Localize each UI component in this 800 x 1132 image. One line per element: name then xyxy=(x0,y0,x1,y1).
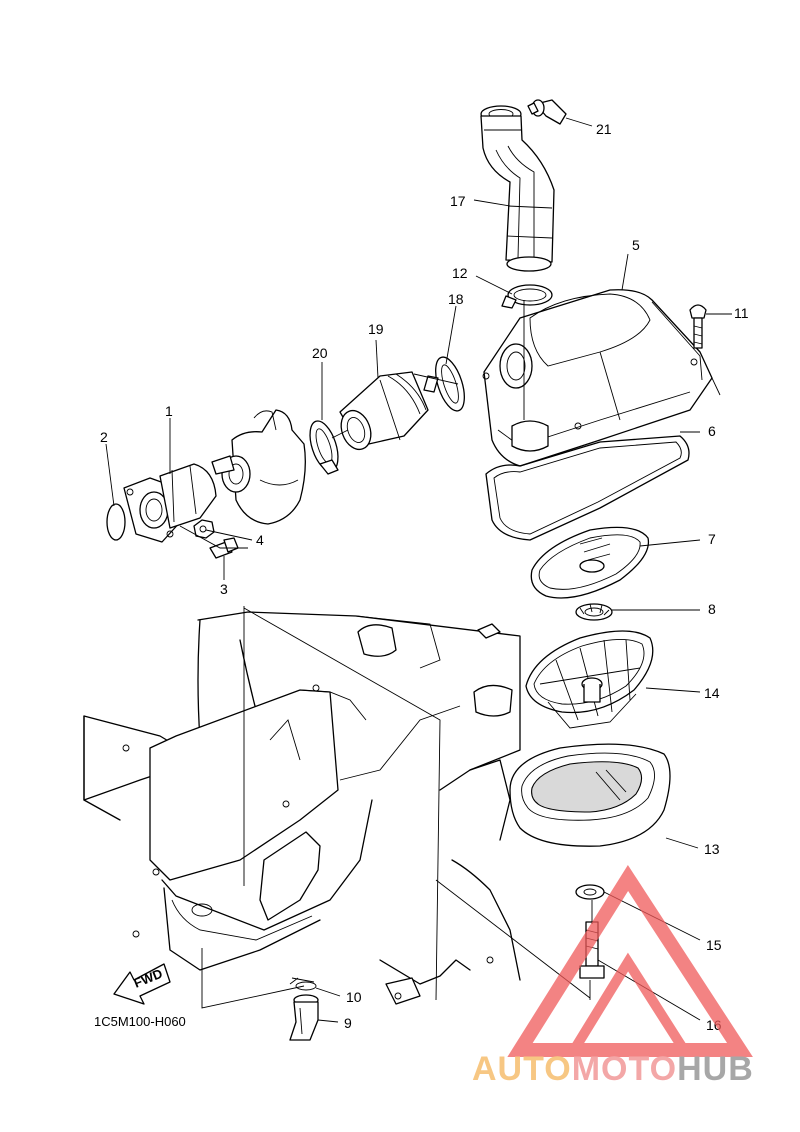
leader-lines xyxy=(105,117,732,1023)
carburetor-reference xyxy=(211,409,306,525)
callout-7: 7 xyxy=(708,531,716,547)
part-21-elbow-fitting xyxy=(527,99,567,125)
callout-10: 10 xyxy=(346,989,362,1005)
callout-4: 4 xyxy=(256,532,264,548)
callout-14: 14 xyxy=(704,685,720,701)
part-17-intake-hose xyxy=(480,105,555,272)
part-1-intake-joint xyxy=(123,463,217,543)
part-19-filter-joint xyxy=(339,371,429,451)
part-20-hose-clamp xyxy=(309,420,339,475)
callout-17: 17 xyxy=(450,193,466,209)
svg-text:AUTOMOTOHUB: AUTOMOTOHUB xyxy=(472,1050,754,1088)
watermark-moto: MOTO xyxy=(572,1050,677,1088)
callout-12: 12 xyxy=(452,265,468,281)
callout-19: 19 xyxy=(368,321,384,337)
diagram-code: 1C5M100-H060 xyxy=(94,1014,186,1029)
callout-21: 21 xyxy=(596,121,612,137)
callout-18: 18 xyxy=(448,291,464,307)
part-7-element-seal xyxy=(530,526,650,599)
callout-numbers: 1 2 3 4 5 6 7 8 9 10 11 12 13 14 15 16 1… xyxy=(100,121,749,1033)
part-9-drain-hose xyxy=(289,994,319,1041)
part-12-hose-clamp xyxy=(501,284,553,309)
callout-9: 9 xyxy=(344,1015,352,1031)
watermark-triangle-inner xyxy=(565,952,694,1055)
callout-15: 15 xyxy=(706,937,722,953)
part-11-screw xyxy=(689,304,707,349)
callout-13: 13 xyxy=(704,841,720,857)
callout-20: 20 xyxy=(312,345,328,361)
part-8-grommet xyxy=(575,603,613,621)
part-5-filter-case xyxy=(482,289,721,467)
callout-3: 3 xyxy=(220,581,228,597)
part-6-case-gasket xyxy=(485,435,690,541)
callout-8: 8 xyxy=(708,601,716,617)
fwd-arrow: FWD xyxy=(113,963,171,1005)
part-15-washer xyxy=(575,884,605,900)
part-18-hose-band xyxy=(423,356,465,412)
storage-box-frame-reference xyxy=(83,611,521,1005)
part-10-clip xyxy=(289,977,317,991)
callout-2: 2 xyxy=(100,429,108,445)
watermark-auto: AUTO xyxy=(472,1050,572,1088)
callout-1: 1 xyxy=(165,403,173,419)
callout-6: 6 xyxy=(708,423,716,439)
callout-5: 5 xyxy=(632,237,640,253)
part-13-filter-element xyxy=(509,743,671,847)
part-2-o-ring xyxy=(106,503,126,541)
callout-11: 11 xyxy=(734,305,749,321)
automotohub-watermark: AUTOMOTOHUB xyxy=(472,865,754,1088)
part-14-element-frame xyxy=(525,630,654,729)
watermark-hub: HUB xyxy=(677,1050,754,1088)
